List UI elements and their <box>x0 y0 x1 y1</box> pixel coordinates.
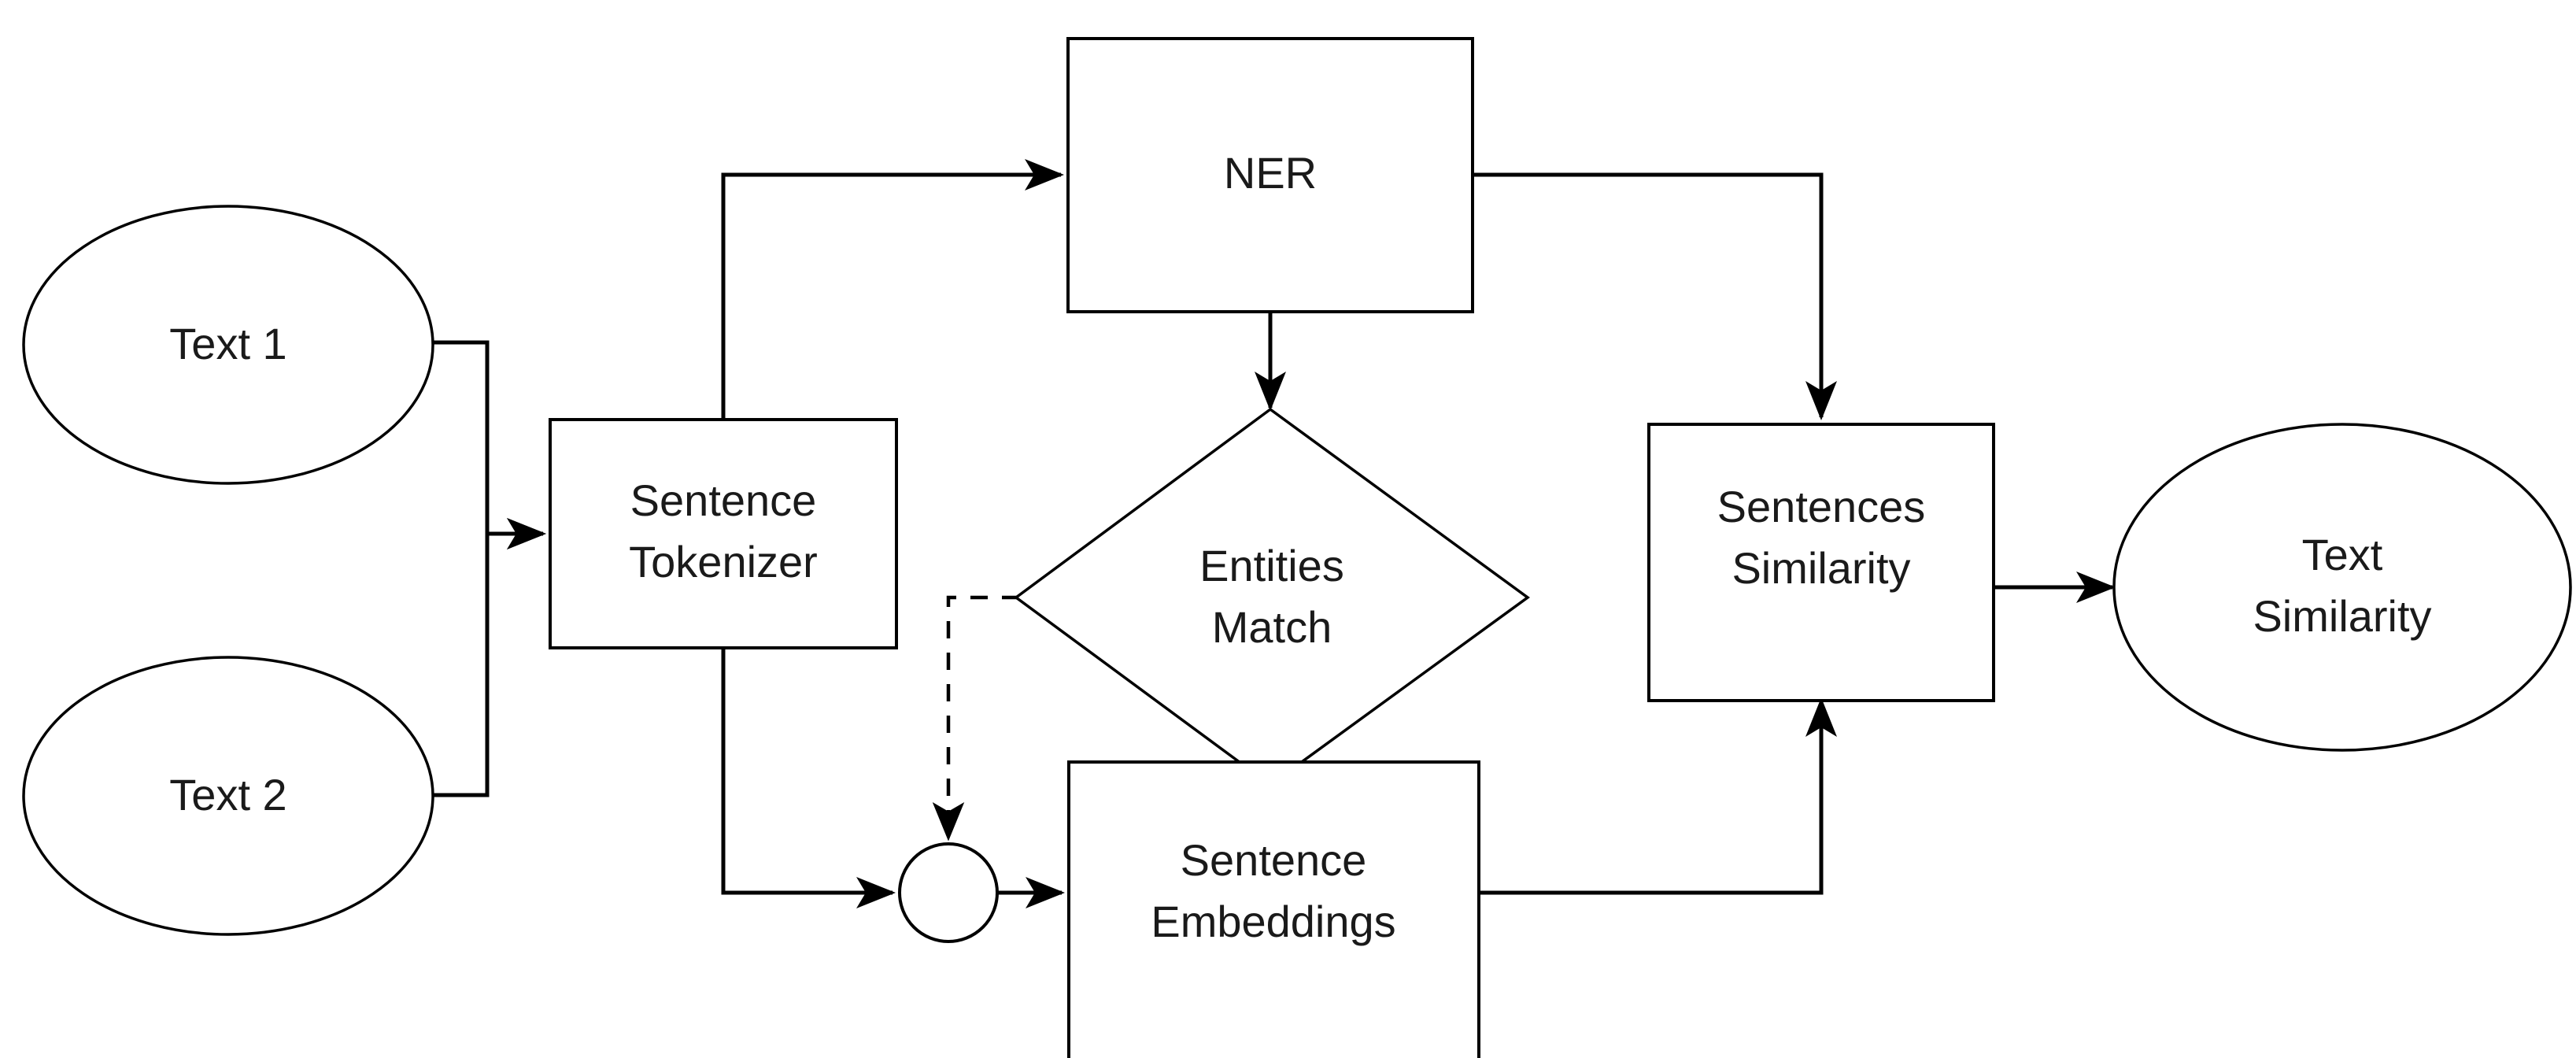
sentence-embeddings-rect <box>1067 760 1480 1058</box>
entities-match-label-line2: Match <box>1212 602 1332 652</box>
entities-match-diamond <box>1014 407 1530 787</box>
edge-text2-to-tokenizer <box>432 518 547 797</box>
sentence-embeddings-label-line2: Embeddings <box>1151 897 1395 946</box>
ner-rect <box>1066 37 1474 313</box>
sentence-tokenizer-rect <box>549 418 898 649</box>
merge-junction-circle <box>898 842 999 943</box>
text-similarity-label-line1: Text <box>2302 530 2383 579</box>
node-sentences-similarity[interactable]: Sentences Similarity <box>1647 423 1995 702</box>
edge-tokenizer-to-ner <box>721 159 1065 420</box>
text1-ellipse <box>22 205 434 485</box>
text2-label: Text 2 <box>169 770 286 819</box>
text1-label: Text 1 <box>169 319 286 368</box>
edge-tokenizer-to-junction <box>721 648 896 908</box>
sentences-similarity-label-line2: Similarity <box>1732 543 1910 593</box>
node-sentence-embeddings[interactable]: Sentence Embeddings <box>1067 760 1480 1058</box>
entities-match-label-line1: Entities <box>1199 541 1344 590</box>
sentence-tokenizer-label-line2: Tokenizer <box>629 537 818 586</box>
text2-ellipse <box>22 656 434 936</box>
node-entities-match[interactable]: Entities Match <box>1014 407 1530 787</box>
text-similarity-label-line2: Similarity <box>2253 591 2431 641</box>
node-ner[interactable]: NER <box>1066 37 1474 313</box>
edge-entities-match-to-junction <box>932 595 1019 842</box>
node-text2[interactable]: Text 2 <box>22 656 434 936</box>
ner-label: NER <box>1224 148 1317 198</box>
edge-embeddings-to-sentences-similarity <box>1479 697 1837 895</box>
node-sentence-tokenizer[interactable]: Sentence Tokenizer <box>549 418 898 649</box>
sentence-tokenizer-label-line1: Sentence <box>630 475 817 525</box>
node-text-similarity[interactable]: Text Similarity <box>2112 423 2572 752</box>
sentences-similarity-label-line1: Sentences <box>1717 482 1926 531</box>
edge-ner-to-sentences-similarity <box>1473 172 1837 421</box>
node-text1[interactable]: Text 1 <box>22 205 434 485</box>
sentence-embeddings-label-line1: Sentence <box>1181 835 1367 885</box>
text-similarity-ellipse <box>2112 423 2572 752</box>
edge-text1-to-tokenizer <box>432 340 547 549</box>
sentences-similarity-rect <box>1647 423 1995 702</box>
node-merge-junction[interactable] <box>898 842 999 943</box>
